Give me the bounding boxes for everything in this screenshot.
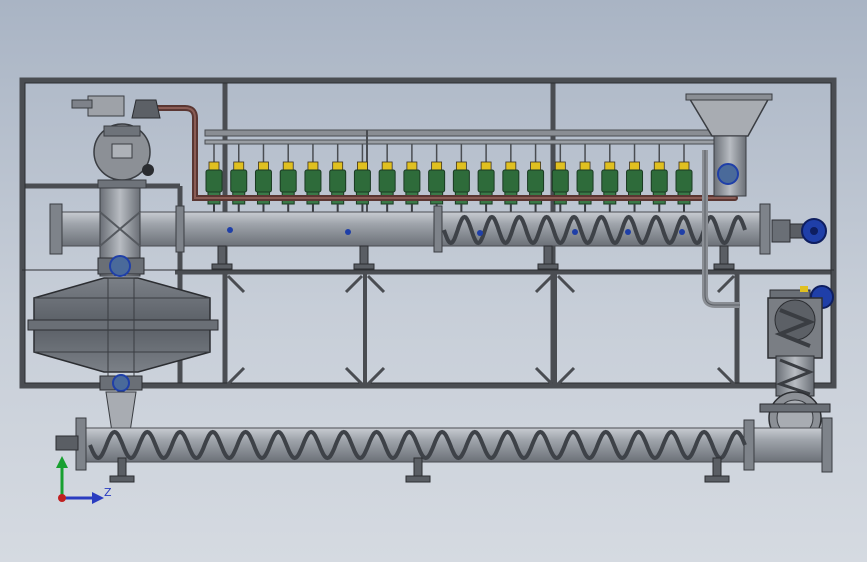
feed-unit-cap <box>282 161 294 171</box>
brace <box>366 366 386 386</box>
feed-unit <box>279 144 297 214</box>
feed-unit-cap <box>579 161 591 171</box>
brace <box>344 274 364 294</box>
feed-unit <box>353 144 371 214</box>
feed-unit-body <box>353 169 371 193</box>
feed-unit-cap <box>530 161 541 171</box>
feed-unit-cap <box>431 161 443 171</box>
bay-posts <box>363 272 557 386</box>
brace <box>556 274 576 294</box>
frame-inner-lines <box>22 82 834 384</box>
feed-unit <box>254 144 272 214</box>
feed-unit <box>477 144 495 214</box>
y-axis-arrow-icon <box>56 456 68 468</box>
feed-unit <box>626 144 644 214</box>
feed-unit-cap <box>653 161 665 171</box>
rotary-valve-lower-left <box>99 374 143 433</box>
feed-unit-body <box>304 169 322 193</box>
rotary-valve-upper-left <box>97 255 145 277</box>
cyclone-separator <box>71 95 161 189</box>
feed-unit <box>230 144 248 214</box>
feed-unit-cap <box>554 161 566 171</box>
brace <box>534 366 554 386</box>
feed-hopper-right <box>685 93 773 308</box>
feed-unit-row <box>205 144 693 214</box>
diagonal-braces <box>226 274 736 386</box>
feed-unit-cap <box>406 161 418 171</box>
brace <box>366 274 386 294</box>
z-axis-label: Z <box>104 486 112 499</box>
feed-unit <box>378 144 396 214</box>
feed-unit-cap <box>455 161 467 171</box>
feed-unit <box>650 144 668 214</box>
feed-unit-body <box>527 169 545 193</box>
brace <box>556 366 576 386</box>
feed-unit-cap <box>381 161 393 171</box>
feed-unit-body <box>626 169 644 193</box>
feed-unit-body <box>428 169 446 193</box>
feed-unit <box>601 144 619 214</box>
feed-unit-body <box>477 169 495 193</box>
feed-unit-body <box>502 169 520 193</box>
feed-unit-cap <box>233 161 245 171</box>
feed-unit-body <box>650 169 668 193</box>
brace <box>716 366 736 386</box>
feed-unit <box>428 144 446 214</box>
feed-unit-body <box>378 169 396 193</box>
drive-motor-upper <box>771 218 827 244</box>
feed-unit-body <box>254 169 272 193</box>
brace <box>226 366 246 386</box>
feed-unit <box>205 144 223 214</box>
tube-markers <box>227 227 685 236</box>
hopper-vessel <box>27 277 219 377</box>
feed-unit-cap <box>357 161 368 171</box>
vertical-conveyor-right <box>759 297 831 445</box>
feed-unit-body <box>329 169 347 193</box>
feed-unit-cap <box>307 161 319 171</box>
feed-unit-cap <box>604 161 616 171</box>
feed-unit <box>675 144 693 214</box>
brace <box>716 274 736 294</box>
feed-unit-body <box>403 169 421 193</box>
process-pipe <box>147 105 738 201</box>
coordinate-triad: Z <box>56 456 112 504</box>
feed-unit-body <box>576 169 594 193</box>
feed-unit-cap <box>629 161 640 171</box>
feed-unit-body <box>601 169 619 193</box>
feed-unit-body <box>279 169 297 193</box>
feed-unit-cap <box>678 161 690 171</box>
feed-unit-cap <box>258 161 269 171</box>
feed-unit-cap <box>505 161 517 171</box>
feed-unit-body <box>205 169 223 193</box>
lower-supports <box>109 457 730 483</box>
feed-unit <box>329 144 347 214</box>
feed-unit-cap <box>480 161 492 171</box>
feed-unit-body <box>452 169 470 193</box>
feed-unit <box>403 144 421 214</box>
feed-unit <box>502 144 520 214</box>
feed-unit-body <box>551 169 569 193</box>
upper-supports <box>211 245 735 270</box>
feed-unit-body <box>675 169 693 193</box>
brace <box>344 366 364 386</box>
feed-unit <box>452 144 470 214</box>
feed-unit <box>304 144 322 214</box>
feed-unit <box>576 144 594 214</box>
upper-auger-helix <box>442 214 747 246</box>
brace <box>534 274 554 294</box>
feed-unit-body <box>230 169 248 193</box>
z-axis-arrow-icon <box>92 492 104 504</box>
feed-unit <box>527 144 545 214</box>
brace <box>226 274 246 294</box>
triad-origin <box>58 494 66 502</box>
feed-unit-cap <box>208 161 220 171</box>
lower-auger-helix <box>88 429 747 461</box>
feed-unit-cap <box>332 161 344 171</box>
